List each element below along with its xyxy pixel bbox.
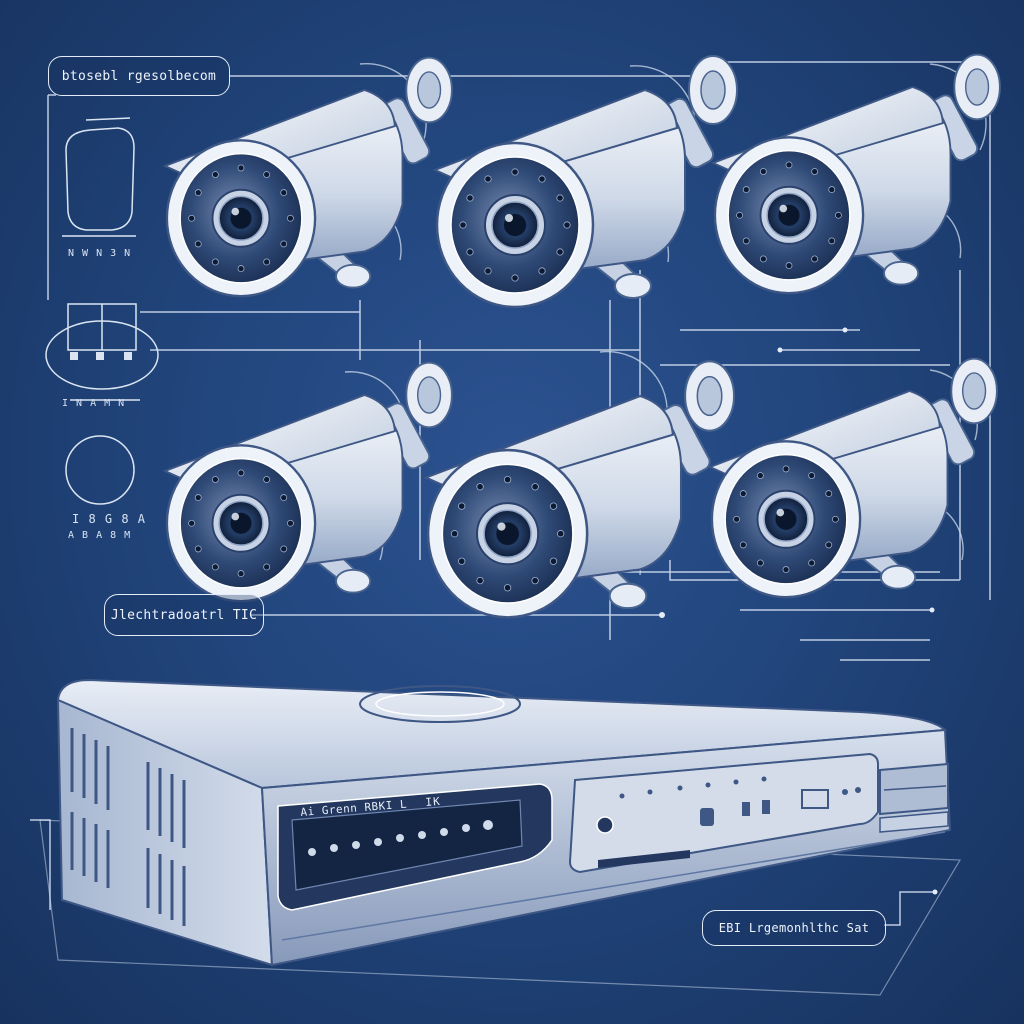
left-sketches bbox=[45, 117, 159, 505]
label-mid-left-text: Jlechtradoatrl TIC bbox=[110, 607, 258, 623]
label-bottom-right-text: EBI Lrgemonhlthc Sat bbox=[718, 921, 870, 935]
label-bottom-right: EBI Lrgemonhlthc Sat bbox=[702, 910, 886, 946]
side-note-d: A B A 8 M bbox=[68, 530, 132, 541]
camera-3 bbox=[711, 53, 1002, 295]
side-note-b: I N A M N bbox=[62, 398, 126, 409]
side-note-a: N W N 3 N bbox=[68, 248, 132, 259]
side-note-c: I 8 G 8 A bbox=[72, 512, 147, 526]
label-top-left-text: btosebl rgesolbecom bbox=[61, 68, 217, 84]
label-mid-left: Jlechtradoatrl TIC bbox=[104, 594, 264, 636]
camera-6 bbox=[708, 357, 999, 599]
camera-4 bbox=[163, 361, 454, 603]
label-top-left: btosebl rgesolbecom bbox=[48, 56, 230, 96]
camera-5 bbox=[424, 360, 736, 619]
recorder-device bbox=[39, 678, 962, 996]
recorder-display-badge: IK bbox=[425, 794, 442, 809]
camera-2 bbox=[433, 54, 739, 309]
